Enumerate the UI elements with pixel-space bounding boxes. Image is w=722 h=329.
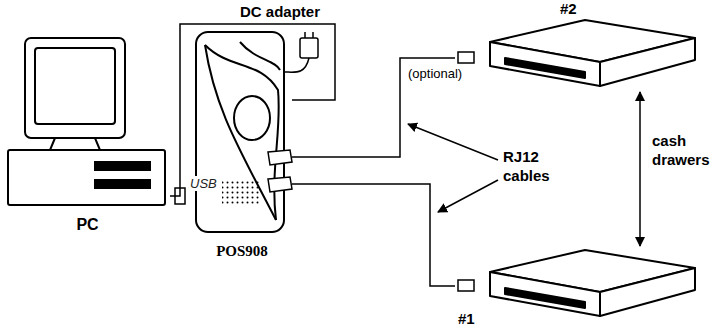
dc-adapter xyxy=(284,32,318,72)
drawer-node: #1 xyxy=(455,245,697,327)
pos908-device xyxy=(196,32,284,232)
rj12-cable xyxy=(292,184,455,286)
usb-cable xyxy=(170,24,335,196)
drawer-node: #2 xyxy=(455,0,697,92)
pc-illustration xyxy=(8,38,165,205)
part-label: RJ12 cables xyxy=(503,148,563,186)
cash-drawer xyxy=(490,250,695,316)
node-label: #1 xyxy=(458,310,475,327)
device-node: POS908 xyxy=(192,28,292,260)
part-label: cash drawers xyxy=(652,132,716,170)
rj12-jack xyxy=(268,150,292,192)
rj12-plug xyxy=(458,52,474,291)
edge-label: USB xyxy=(188,176,219,191)
double-arrow xyxy=(639,92,641,246)
part-label: DC adapter xyxy=(240,3,320,22)
leader-arrow xyxy=(438,180,498,212)
node-label: POS908 xyxy=(216,243,268,260)
pc-node: PC xyxy=(5,34,170,234)
cash-drawer xyxy=(490,20,695,86)
node-label: PC xyxy=(76,216,98,234)
node-label: #2 xyxy=(560,0,577,17)
note-label: (optional) xyxy=(408,66,462,82)
leader-arrow xyxy=(408,124,498,160)
